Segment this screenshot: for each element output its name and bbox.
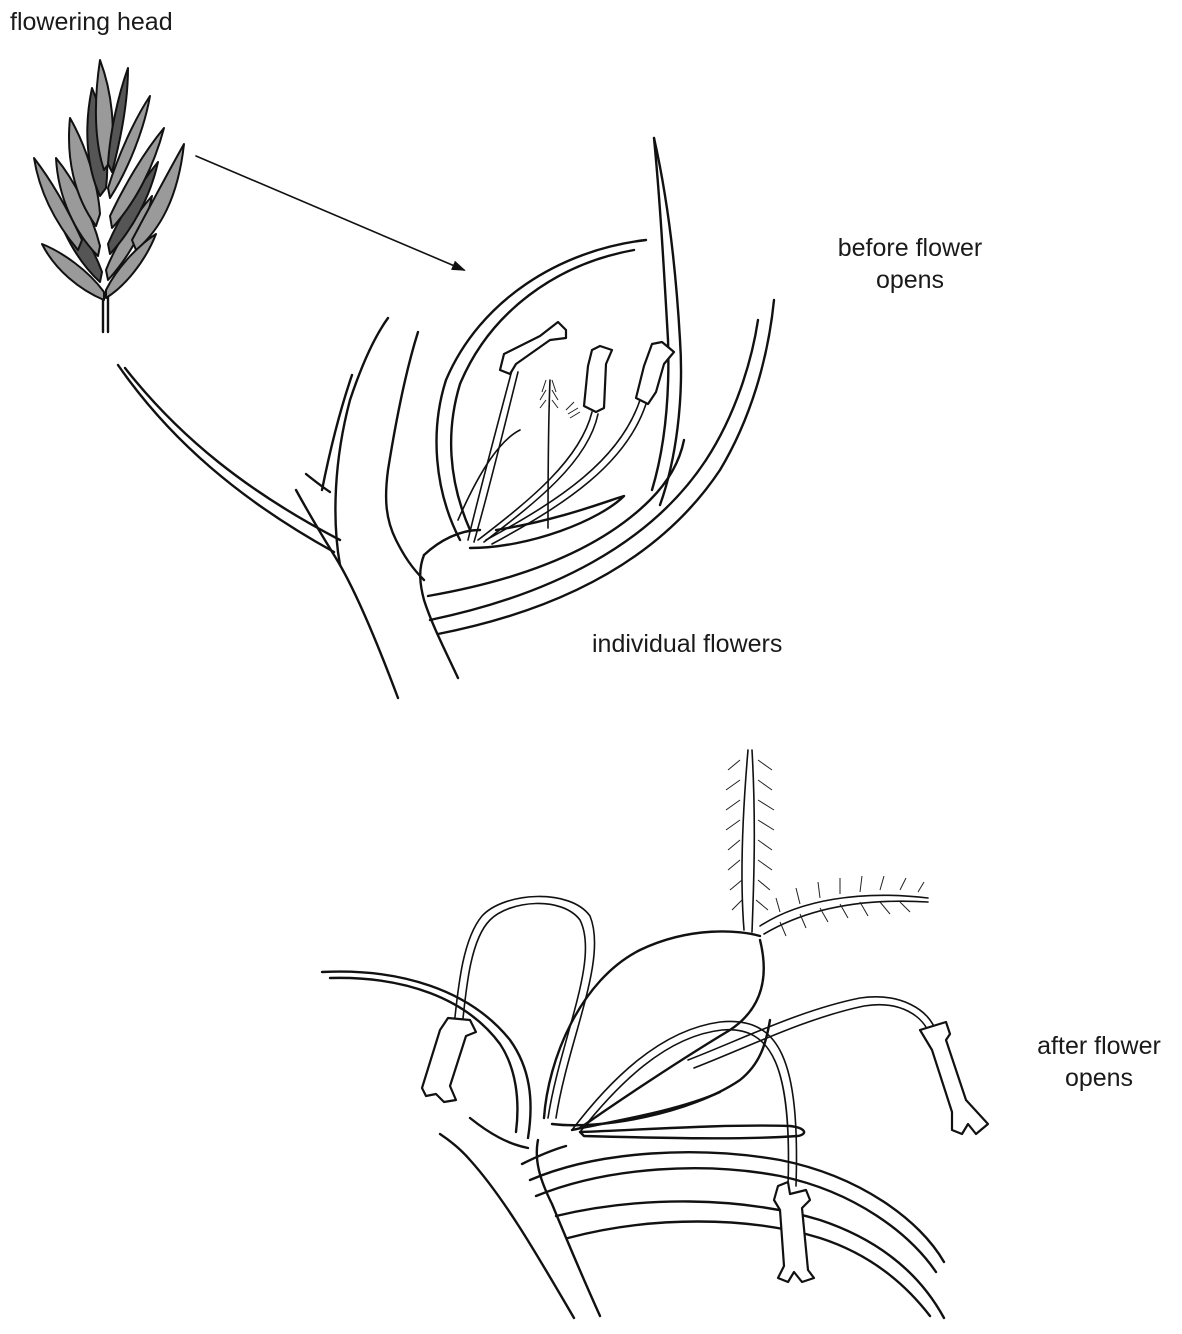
anther-1 xyxy=(500,322,566,374)
pointer-arrow xyxy=(196,156,464,270)
before-label-line2: opens xyxy=(810,264,1010,296)
flowering-head-drawing xyxy=(34,60,184,332)
anther-open-1 xyxy=(422,1018,476,1102)
before-flower-opens-label: before flower opens xyxy=(810,232,1010,296)
anther-2 xyxy=(584,346,612,412)
anther-open-3 xyxy=(774,1182,814,1282)
individual-flowers-label: individual flowers xyxy=(592,628,782,660)
after-flower-opens-label: after flower opens xyxy=(1014,1030,1182,1094)
after-label-line2: opens xyxy=(1014,1062,1182,1094)
flowering-head-label: flowering head xyxy=(10,6,173,38)
before-label-line1: before flower xyxy=(810,232,1010,264)
closed-flower-drawing xyxy=(118,138,774,698)
open-flower-drawing xyxy=(322,750,988,1318)
anther-open-2 xyxy=(920,1022,988,1134)
after-label-line1: after flower xyxy=(1014,1030,1182,1062)
